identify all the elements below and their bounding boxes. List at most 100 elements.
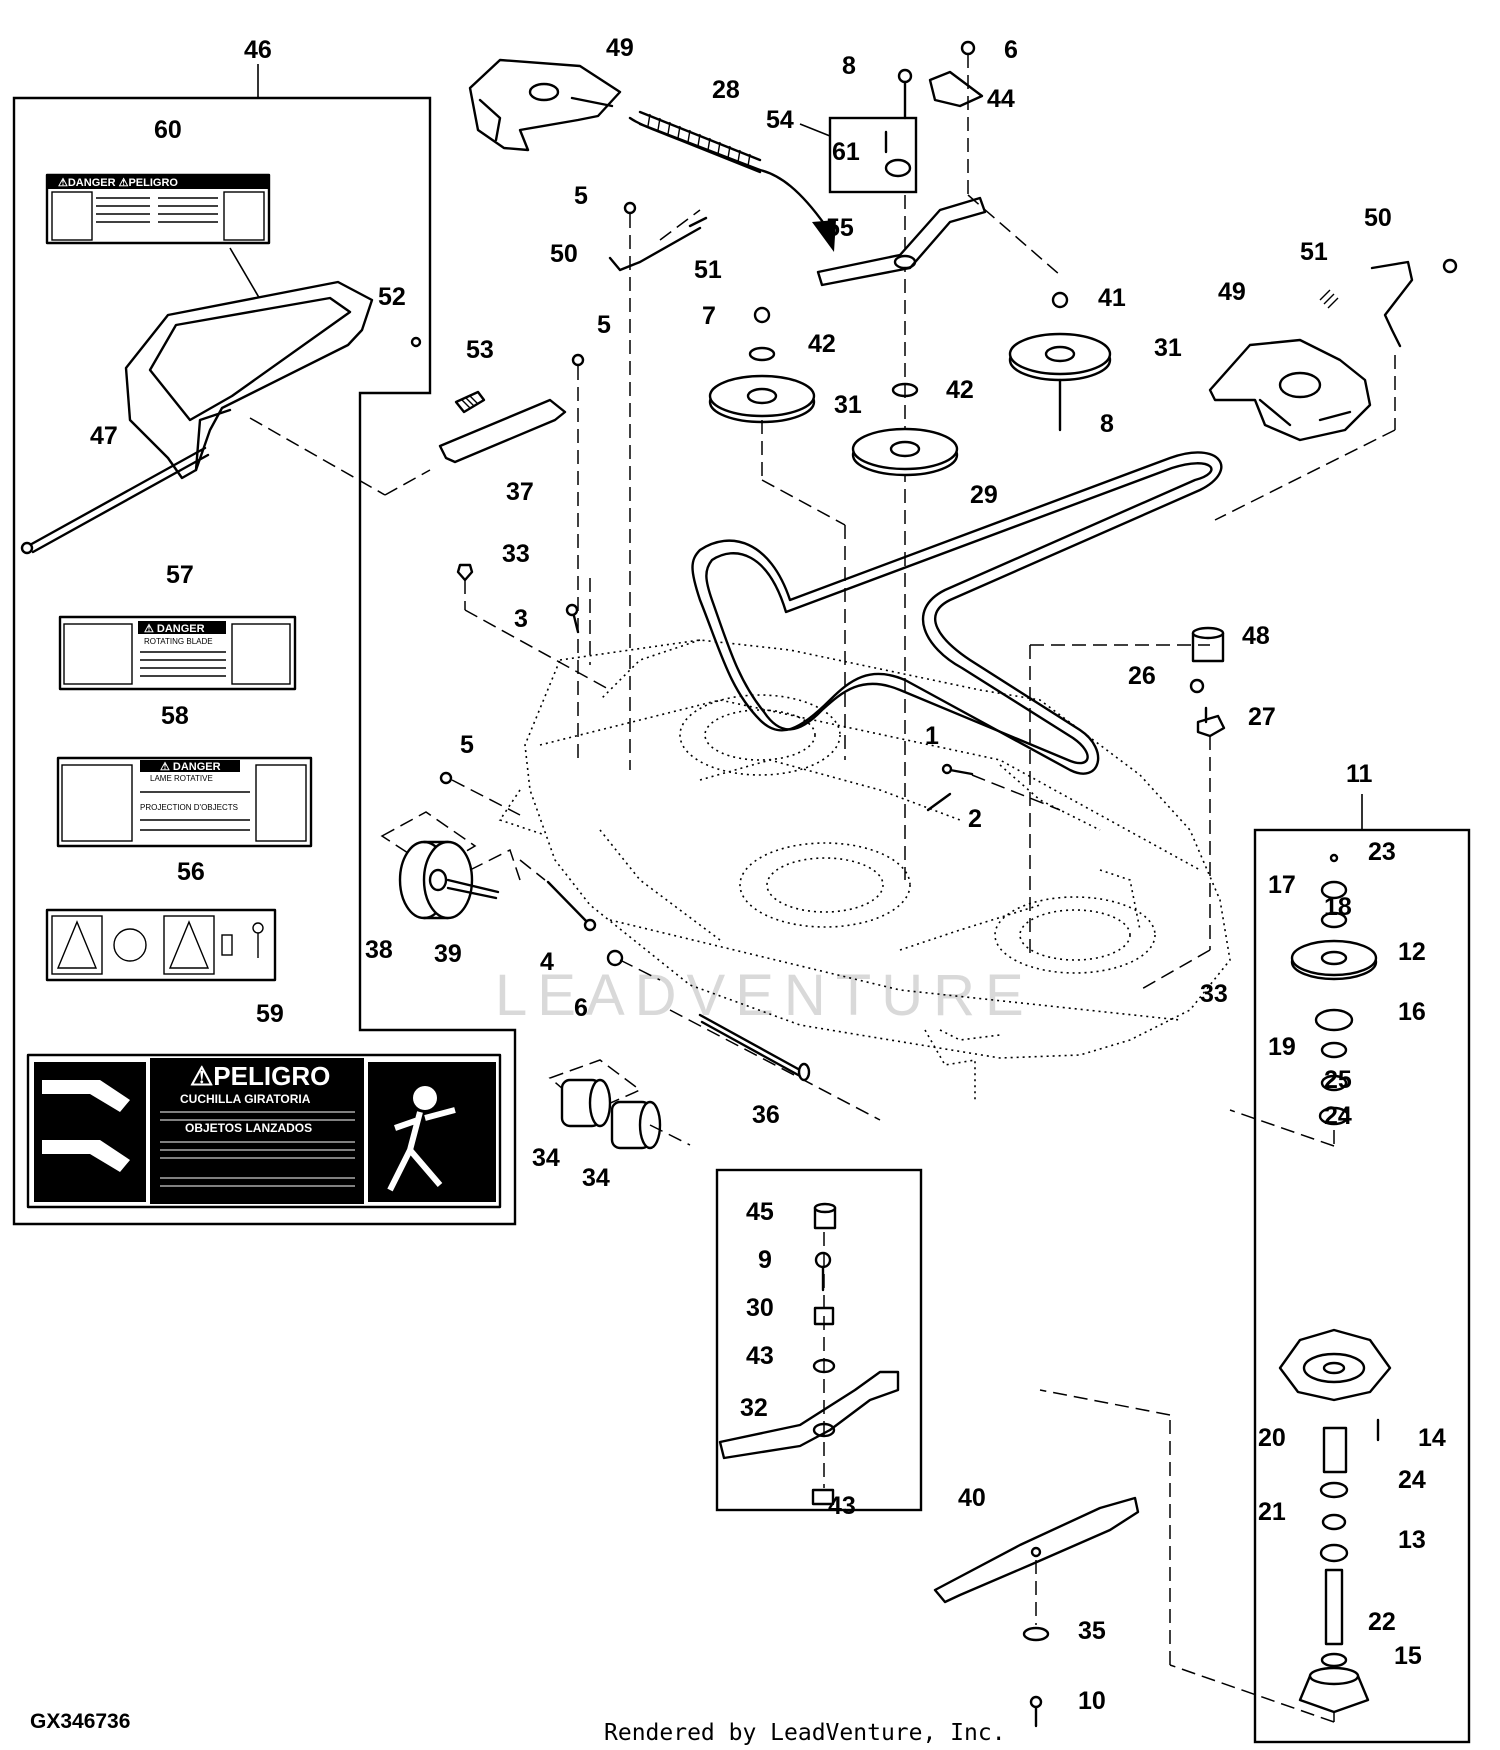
footer-credit: Rendered by LeadVenture, Inc. (604, 1720, 1006, 1746)
rollers (548, 949, 881, 1150)
callout-33: 33 (1200, 980, 1228, 1008)
pulley-right (967, 194, 1112, 432)
decal-59: ⚠PELIGRO CUCHILLA GIRATORIA OBJETOS LANZ… (26, 1053, 502, 1209)
decal-57-header: ⚠ DANGER (144, 623, 205, 635)
callout-27: 27 (1248, 703, 1276, 731)
drive-belt (691, 451, 1223, 775)
callout-15: 15 (1394, 1642, 1422, 1670)
mower-deck (498, 639, 1231, 1100)
decal-59-line2: OBJETOS LANZADOS (185, 1121, 312, 1135)
callout-51: 51 (694, 256, 722, 284)
callout-44: 44 (987, 85, 1015, 113)
mower-blade (933, 1496, 1140, 1728)
callout-46: 46 (244, 36, 272, 64)
callout-3: 3 (514, 605, 528, 633)
callout-23: 23 (1368, 838, 1396, 866)
callout-21: 21 (1258, 1498, 1286, 1526)
callout-24: 24 (1398, 1466, 1426, 1494)
gauge-wheel (380, 771, 597, 932)
decal-57: ⚠ DANGER ROTATING BLADE (58, 615, 297, 691)
callout-56: 56 (177, 858, 205, 886)
callout-52: 52 (378, 283, 406, 311)
callout-22: 22 (1368, 1608, 1396, 1636)
callout-29: 29 (970, 481, 998, 509)
callout-9: 9 (758, 1246, 772, 1274)
decal-58-sub1: LAME ROTATIVE (150, 774, 213, 783)
callout-11: 11 (1346, 760, 1373, 788)
callout-38: 38 (365, 936, 393, 964)
callout-47: 47 (90, 422, 118, 450)
callout-6: 6 (574, 994, 588, 1022)
callout-34: 34 (582, 1164, 610, 1192)
callout-51: 51 (1300, 238, 1328, 266)
callout-50: 50 (1364, 204, 1392, 232)
decal-58: ⚠ DANGER LAME ROTATIVE PROJECTION D'OBJE… (56, 756, 313, 848)
callout-49: 49 (606, 34, 634, 62)
callout-35: 35 (1078, 1617, 1106, 1645)
callout-42: 42 (946, 376, 974, 404)
callout-5: 5 (574, 182, 588, 210)
callout-40: 40 (958, 1484, 986, 1512)
decal-59-line1: CUCHILLA GIRATORIA (180, 1092, 311, 1106)
discharge-chute (20, 280, 431, 555)
callout-30: 30 (746, 1294, 774, 1322)
callout-49: 49 (1218, 278, 1246, 306)
callout-33: 33 (502, 540, 530, 568)
callout-32: 32 (740, 1394, 768, 1422)
callout-54: 54 (766, 106, 794, 134)
decal-56 (45, 908, 277, 982)
callout-41: 41 (1098, 284, 1126, 312)
decal-57-sub: ROTATING BLADE (144, 637, 213, 646)
callout-2: 2 (968, 805, 982, 833)
deflector-shield-right (1208, 258, 1458, 521)
callout-42: 42 (808, 330, 836, 358)
callout-6: 6 (1004, 36, 1018, 64)
callout-25: 25 (1324, 1066, 1352, 1094)
idler-bracket-top (897, 40, 984, 880)
callout-10: 10 (1078, 1687, 1106, 1715)
callout-7: 7 (702, 302, 716, 330)
pulley-left (708, 306, 846, 760)
callout-57: 57 (166, 561, 194, 589)
callout-20: 20 (1258, 1424, 1286, 1452)
decal-60-header: ⚠DANGER ⚠PELIGRO (58, 177, 178, 189)
pulley-center (851, 382, 959, 477)
decal-59-header: ⚠PELIGRO (190, 1061, 330, 1091)
callout-55: 55 (826, 214, 854, 242)
callout-8: 8 (842, 52, 856, 80)
tension-spring (628, 110, 836, 252)
callout-37: 37 (506, 478, 534, 506)
decal-58-header: ⚠ DANGER (160, 761, 221, 773)
callout-43: 43 (828, 1492, 856, 1520)
callout-53: 53 (466, 336, 494, 364)
callout-18: 18 (1324, 893, 1352, 921)
callout-12: 12 (1398, 938, 1426, 966)
callout-26: 26 (1128, 662, 1156, 690)
callout-61: 61 (832, 138, 860, 166)
callout-16: 16 (1398, 998, 1426, 1026)
decal-kit-box (12, 64, 517, 1226)
callout-5: 5 (597, 311, 611, 339)
pin-and-clip (926, 763, 1061, 812)
callout-17: 17 (1268, 871, 1296, 899)
callout-39: 39 (434, 940, 462, 968)
callout-48: 48 (1242, 622, 1270, 650)
callout-34: 34 (532, 1144, 560, 1172)
kit-54-box (799, 116, 918, 194)
small-fasteners (456, 563, 1226, 991)
callout-59: 59 (256, 1000, 284, 1028)
deflector-shield-left (468, 58, 622, 152)
callout-14: 14 (1418, 1424, 1446, 1452)
callout-60: 60 (154, 116, 182, 144)
watermark-text: LEADVENTURE (495, 963, 1034, 1028)
callout-19: 19 (1268, 1033, 1296, 1061)
idler-kit-box (715, 1168, 923, 1512)
idler-arm (816, 196, 987, 287)
callout-5: 5 (460, 731, 474, 759)
left-spring-rod (608, 201, 708, 770)
decal-58-sub2: PROJECTION D'OBJECTS (140, 803, 238, 812)
decal-60: ⚠DANGER ⚠PELIGRO (45, 173, 282, 336)
callout-13: 13 (1398, 1526, 1426, 1554)
